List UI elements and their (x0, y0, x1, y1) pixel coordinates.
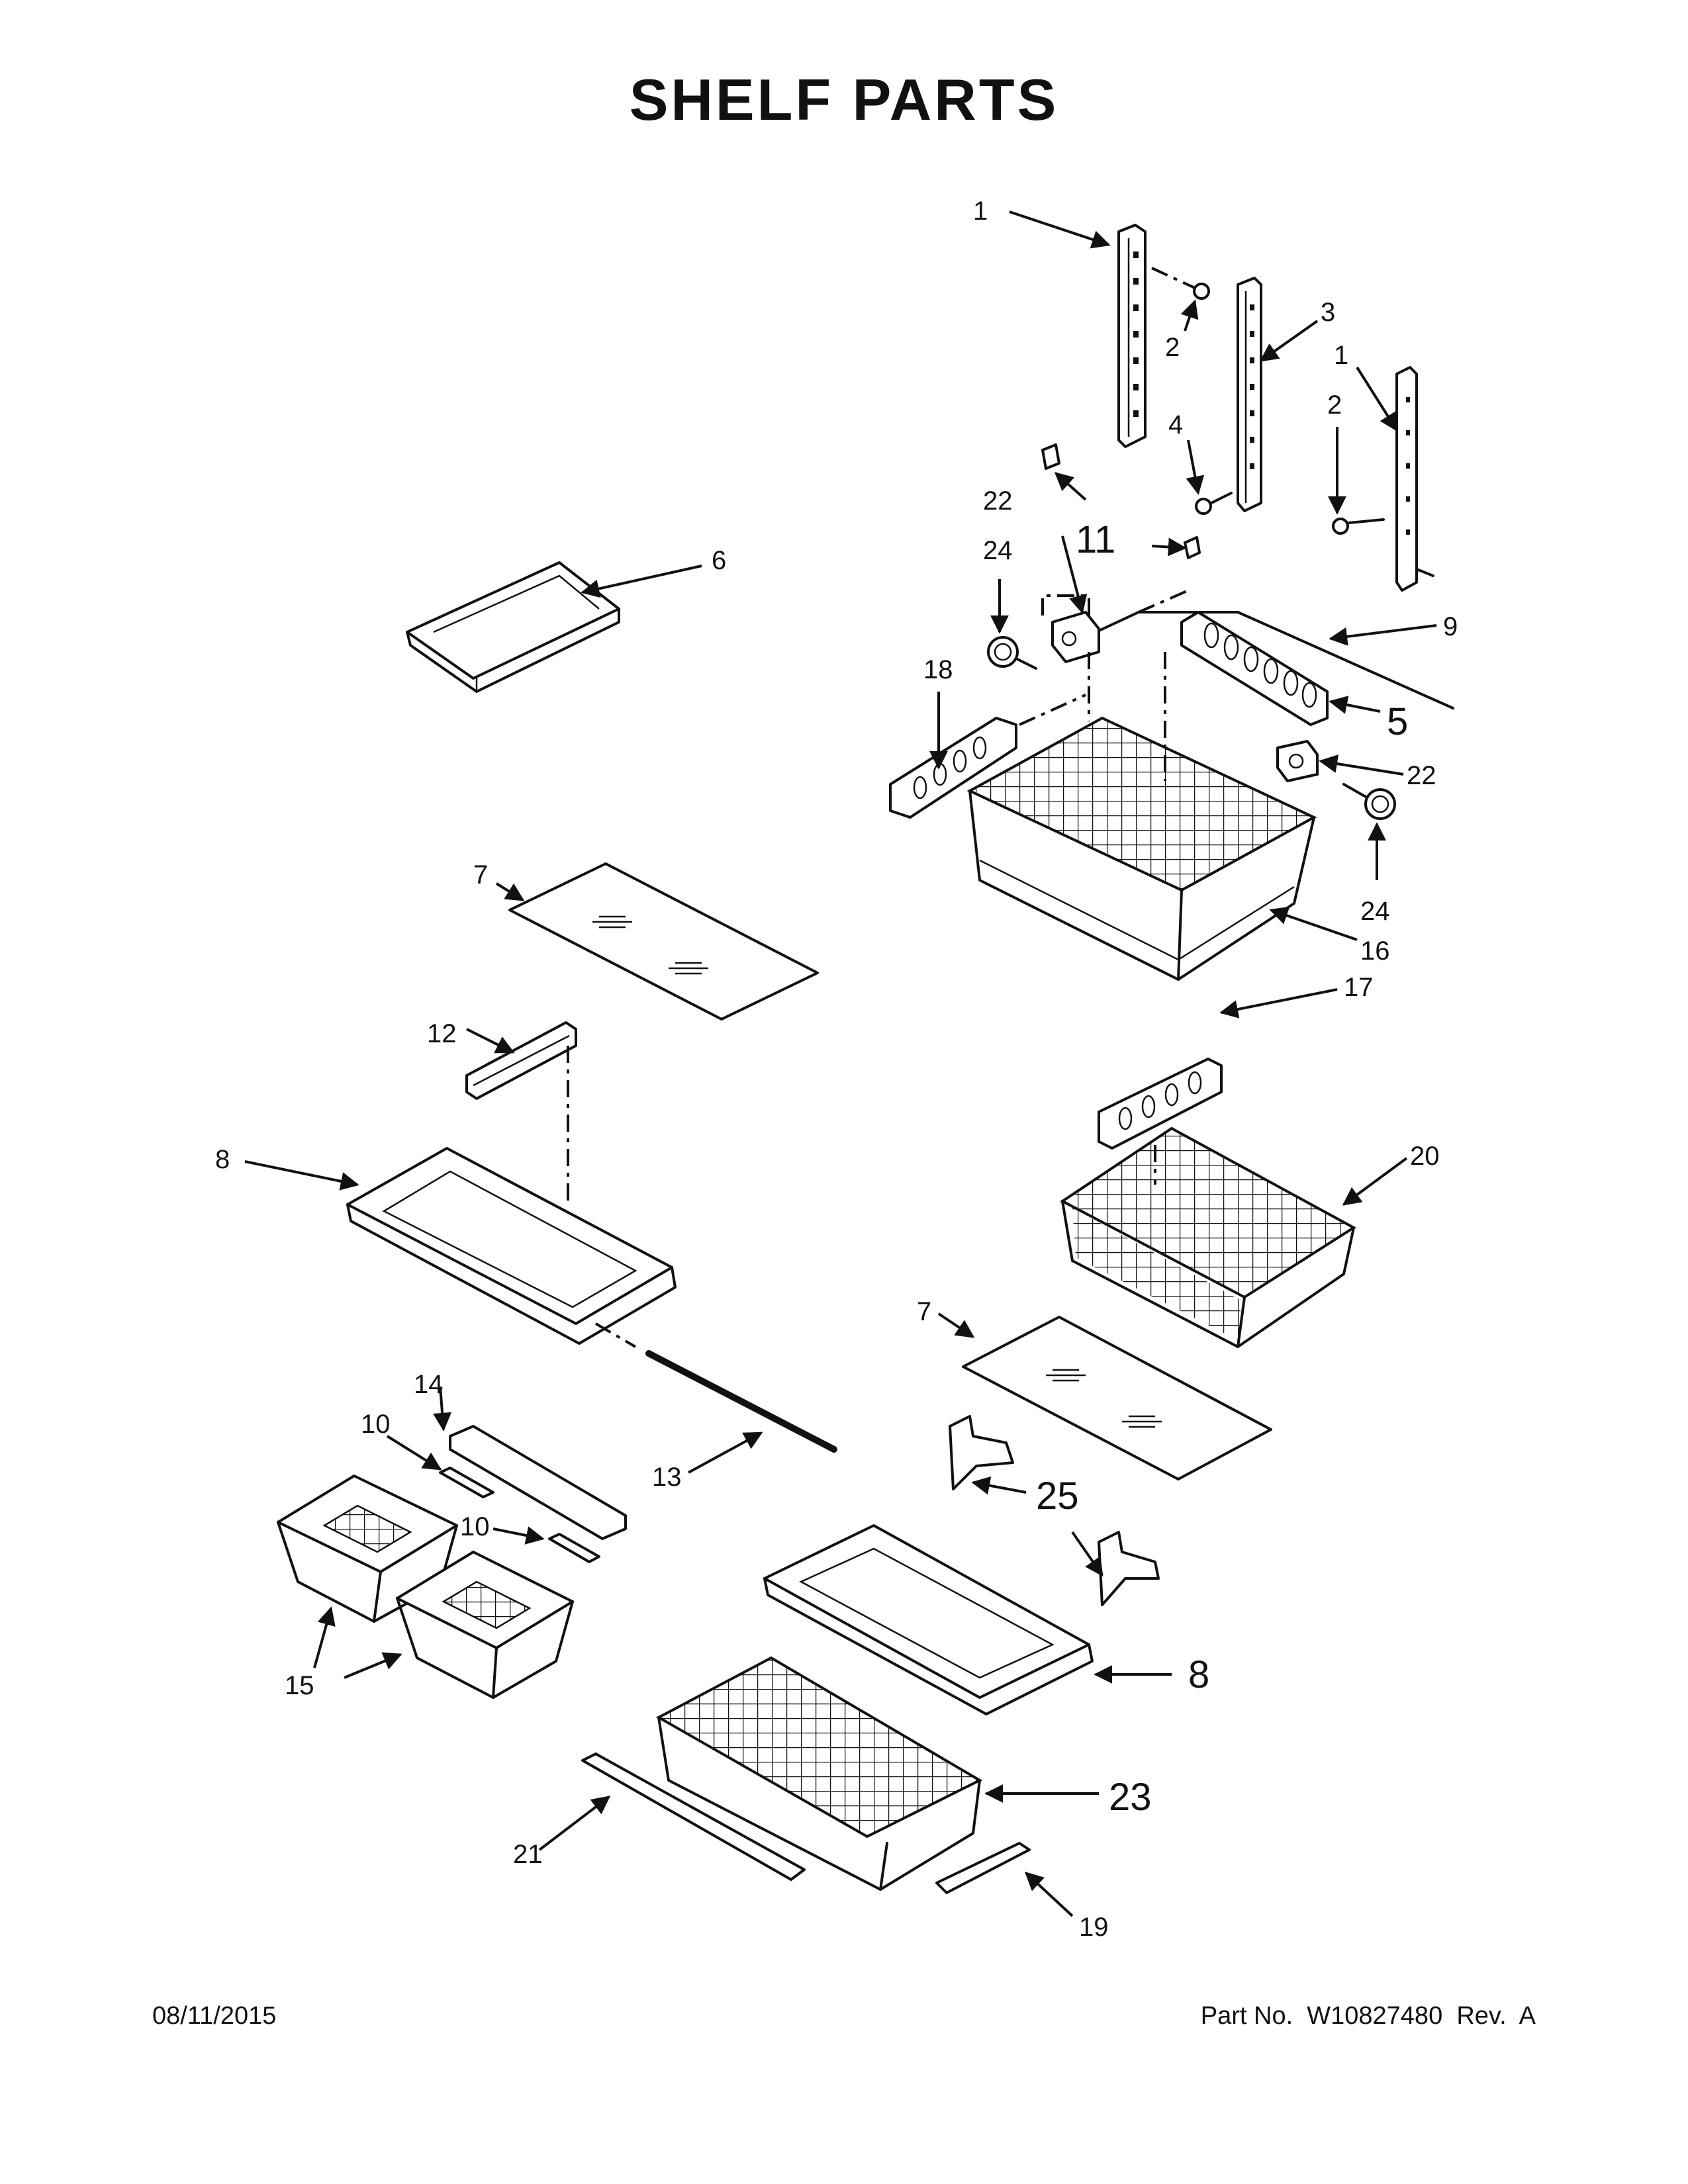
callout-labels: 1 2 3 1 2 4 22 11 24 6 9 18 5 22 7 24 16… (215, 197, 1458, 1942)
callout-1: 1 (973, 197, 988, 226)
part-1-shelf-rail-right (1395, 366, 1434, 592)
callout-16: 16 (1360, 936, 1390, 966)
callout-10: 10 (361, 1410, 391, 1439)
part-14-divider-bar (449, 1425, 627, 1540)
callout-2: 2 (1165, 333, 1180, 362)
part-1-shelf-rail-left (1117, 224, 1147, 448)
footer-date: 08/11/2015 (152, 2002, 277, 2030)
part-22-bracket-upper (1051, 611, 1100, 663)
part-21-trim (581, 1752, 806, 1881)
part-10-guide-upper (439, 1467, 494, 1498)
part-22-bracket-lower (1276, 740, 1319, 782)
part-2-screw-upper (1151, 267, 1210, 300)
callout-8: 8 (1188, 1653, 1209, 1696)
part-10-guide-lower (548, 1533, 600, 1563)
part-4-screw (1195, 492, 1233, 515)
part-7-glass-shelf-upper (508, 862, 819, 1021)
callout-12: 12 (427, 1019, 457, 1048)
callout-8: 8 (215, 1145, 230, 1174)
callout-6: 6 (712, 546, 726, 575)
callout-17: 17 (1344, 973, 1374, 1002)
part-3-rail (1237, 277, 1262, 512)
callout-20: 20 (1410, 1142, 1440, 1171)
part-24-gear-upper (987, 636, 1037, 670)
callout-7: 7 (917, 1297, 931, 1326)
part-12-slide (465, 1021, 577, 1205)
callout-3: 3 (1321, 298, 1335, 327)
part-18-basket-end (889, 694, 1086, 819)
callout-21: 21 (513, 1840, 543, 1869)
callout-19: 19 (1079, 1913, 1109, 1942)
part-24-gear-lower (1342, 783, 1396, 820)
callout-1: 1 (1334, 341, 1348, 370)
callout-22: 22 (983, 486, 1013, 516)
page-title: SHELF PARTS (629, 67, 1059, 132)
part-7-glass-shelf-lower (962, 1316, 1272, 1480)
part-8-shelf-frame-upper (346, 1147, 677, 1345)
callout-14: 14 (414, 1370, 444, 1399)
part-15-crisper-bin-left (277, 1475, 458, 1623)
part-16-wire-basket (966, 652, 1317, 981)
part-20-wire-basket (1060, 1126, 1356, 1348)
callout-5: 5 (1387, 700, 1408, 743)
callout-11: 11 (1076, 518, 1115, 561)
part-8-shelf-frame-lower (763, 1524, 1094, 1715)
part-15-crisper-bin-right (396, 1551, 574, 1699)
callout-7: 7 (473, 860, 488, 889)
part-2-screw-right (1332, 518, 1385, 535)
callout-24: 24 (983, 536, 1013, 565)
part-13-rod (594, 1322, 837, 1453)
callout-25: 25 (1036, 1475, 1079, 1518)
part-23-deli-drawer (655, 1656, 983, 1891)
callout-23: 23 (1109, 1776, 1152, 1819)
part-19-slide (935, 1842, 1031, 1894)
footer-part-number: Part No. W10827480 Rev. A (1200, 2002, 1536, 2030)
leader-lines (244, 210, 1437, 1917)
callout-18: 18 (923, 655, 953, 684)
callout-9: 9 (1443, 612, 1458, 641)
part-25-bracket-lower (1098, 1531, 1160, 1606)
callout-2: 2 (1327, 390, 1342, 420)
callout-4: 4 (1168, 410, 1183, 439)
part-6-shelf (406, 561, 620, 693)
part-11-clip (1041, 443, 1201, 559)
callout-10: 10 (460, 1512, 490, 1541)
callout-24: 24 (1360, 897, 1390, 926)
callout-13: 13 (652, 1463, 682, 1492)
callout-22: 22 (1407, 761, 1436, 790)
part-25-bracket-upper (949, 1415, 1014, 1490)
part-5-basket-end (1180, 611, 1329, 726)
callout-15: 15 (285, 1671, 314, 1700)
